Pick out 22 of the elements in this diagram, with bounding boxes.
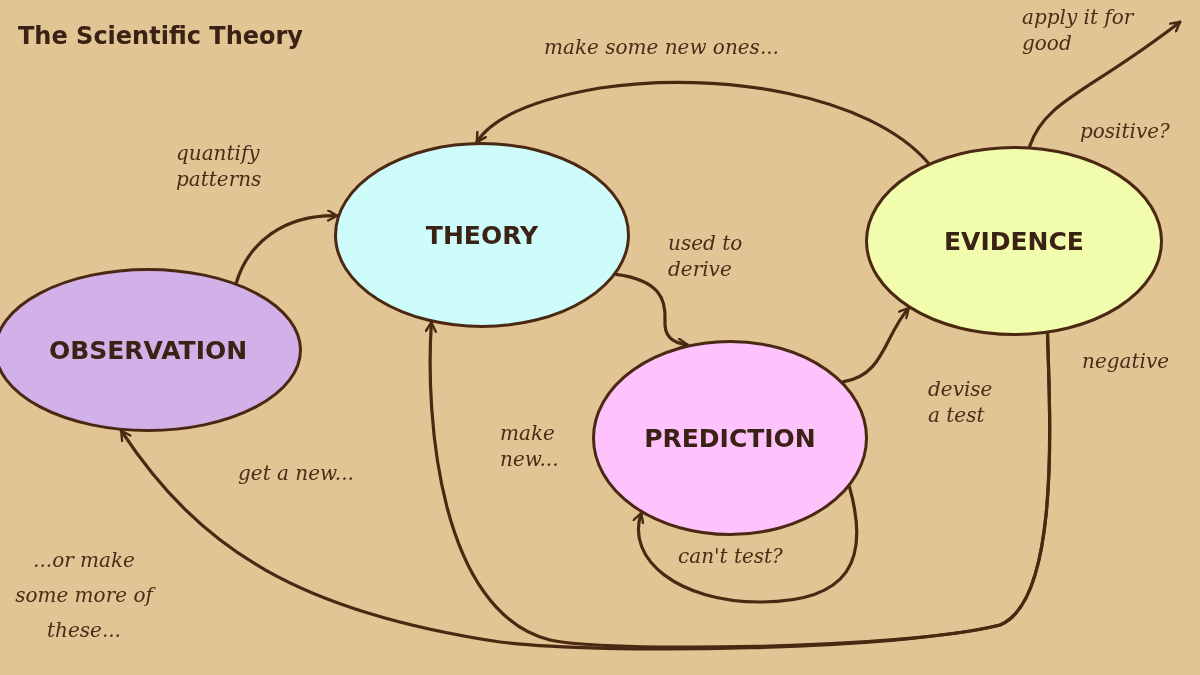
- node-label: OBSERVATION: [48, 335, 248, 365]
- node-label: EVIDENCE: [944, 226, 1084, 256]
- edge-label: get a new...: [238, 460, 355, 486]
- edge-label: devise a test: [928, 376, 994, 428]
- arrow: [633, 485, 859, 604]
- arrow: [234, 209, 339, 285]
- edge-label: positive?: [1080, 118, 1171, 144]
- edge-label: can't test?: [678, 543, 784, 569]
- edge-label: used to derive: [668, 230, 744, 282]
- diagram-title: The Scientific Theory: [18, 22, 303, 50]
- note-text: apply it for good: [1022, 4, 1180, 60]
- note-text: negative: [1082, 348, 1170, 374]
- edge-label: make some new ones...: [544, 34, 780, 60]
- arrow: [1028, 20, 1182, 149]
- node-label: PREDICTION: [644, 423, 816, 453]
- edge-label: ...or make some more of these...: [14, 543, 154, 648]
- note-text: make new...: [500, 420, 560, 472]
- arrow: [119, 332, 1052, 651]
- arrow: [475, 80, 931, 165]
- arrow: [841, 306, 911, 384]
- node-label: THEORY: [425, 220, 539, 250]
- edge-label: quantify patterns: [176, 140, 263, 192]
